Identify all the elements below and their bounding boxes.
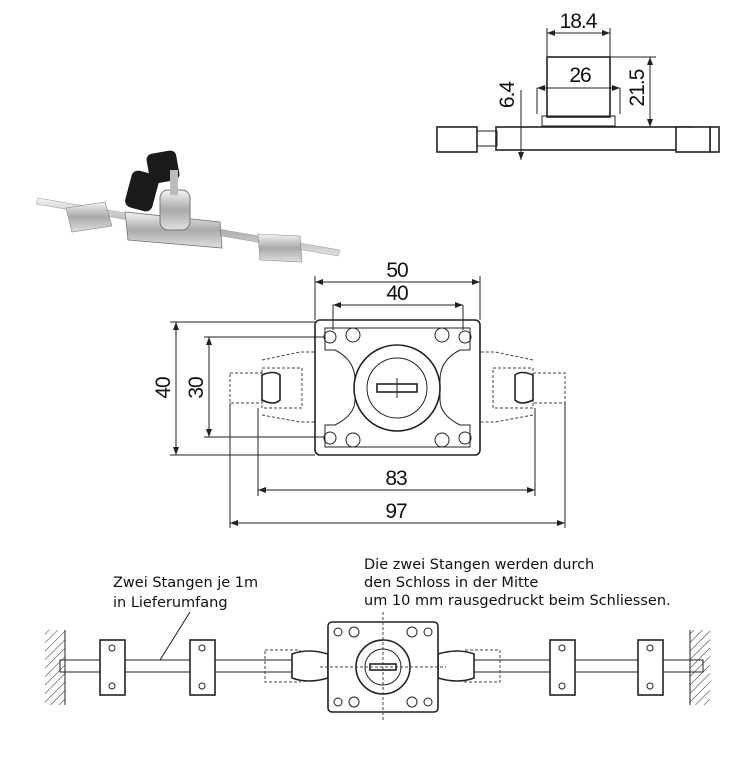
note-function-line1: Die zwei Stangen werden durch	[364, 557, 594, 573]
note-function-line2: den Schloss in der Mitte	[364, 575, 538, 591]
rod-end-right	[675, 126, 711, 153]
rod-brackets	[99, 639, 664, 696]
dim-26: 26	[569, 64, 591, 87]
installation-view	[45, 611, 710, 720]
note-rods-line2: in Lieferumfang	[113, 595, 228, 611]
dim-21-5: 21.5	[626, 69, 649, 106]
front-view: 50 40 40 30 83 97	[152, 259, 566, 528]
dim-83: 83	[385, 467, 407, 490]
dim-97: 97	[385, 500, 407, 523]
dim-18-4: 18.4	[560, 10, 598, 33]
rod-end-left	[436, 126, 478, 153]
dim-50: 50	[386, 259, 408, 282]
side-view: 18.4 26 21.5 6.4	[436, 10, 720, 160]
note-rods-line1: Zwei Stangen je 1m	[113, 575, 258, 591]
base-plate	[495, 126, 691, 151]
dim-40-vertical: 40	[152, 377, 175, 399]
leader-line	[159, 611, 191, 661]
dim-30: 30	[185, 377, 208, 399]
dim-6-4: 6.4	[496, 81, 519, 109]
product-photo	[35, 150, 341, 263]
mounting-holes	[323, 327, 472, 448]
dim-40-horizontal: 40	[386, 282, 408, 305]
note-function-line3: um 10 mm rausgedruckt beim Schliessen.	[364, 593, 671, 609]
